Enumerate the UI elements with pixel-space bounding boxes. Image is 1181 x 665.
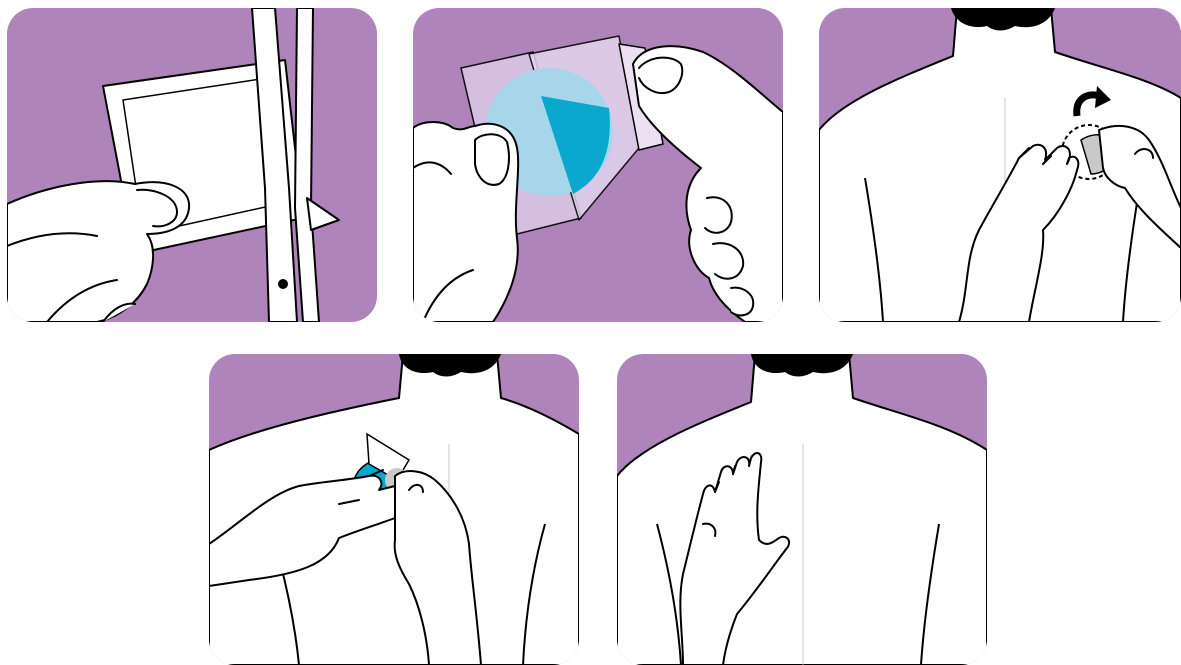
step-2-panel	[413, 8, 783, 322]
hair-icon	[751, 354, 853, 377]
rotate-arrow-icon	[1073, 86, 1111, 117]
step-4-panel	[209, 354, 579, 665]
hand-icon	[413, 121, 520, 322]
step-3-panel	[819, 8, 1181, 322]
hand-icon	[632, 45, 783, 322]
hair-icon	[399, 354, 501, 377]
step-1-panel	[7, 8, 377, 322]
scissors-icon	[251, 8, 340, 322]
hand-icon	[7, 180, 191, 322]
hand-icon	[958, 124, 1181, 322]
step-5-panel	[617, 354, 987, 665]
hand-icon	[679, 452, 791, 665]
hair-icon	[951, 8, 1055, 31]
hand-icon	[209, 469, 482, 665]
